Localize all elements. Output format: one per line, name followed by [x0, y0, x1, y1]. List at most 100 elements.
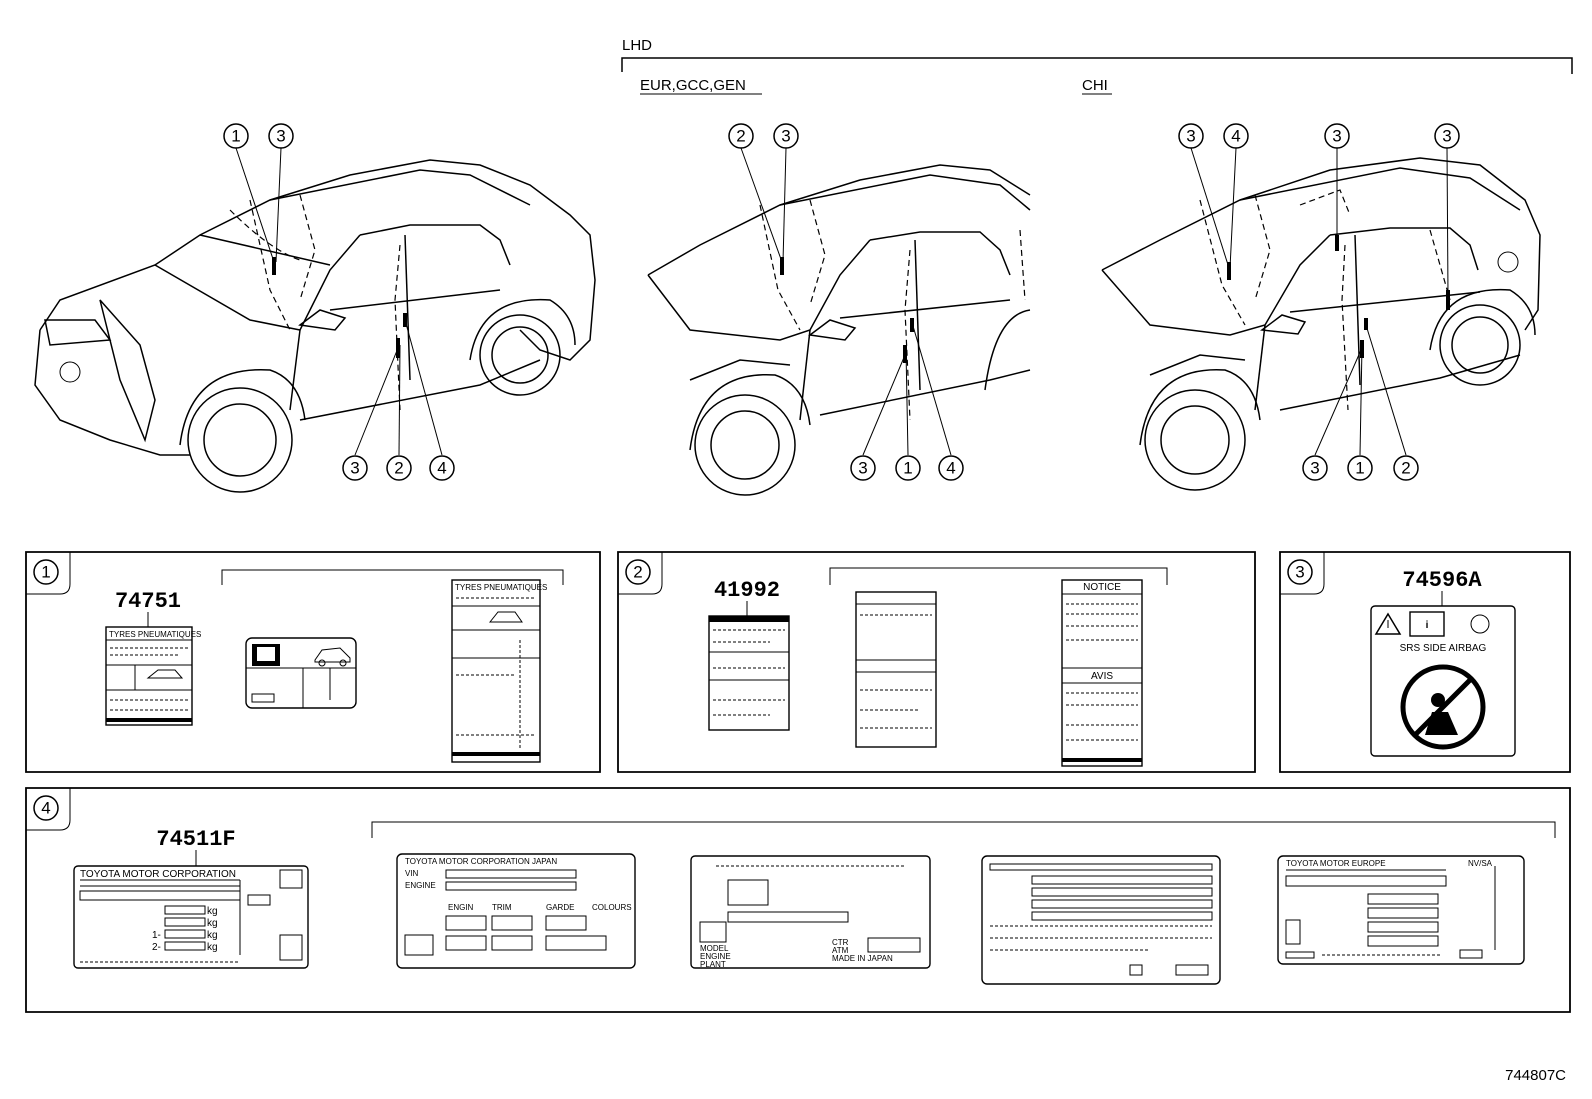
- svg-text:4: 4: [1231, 127, 1240, 146]
- svg-text:2-: 2-: [152, 942, 161, 953]
- tyre-label-c: TYRES PNEUMATIQUES: [451, 579, 547, 763]
- panel-3: 3 74596A i SRS SIDE AIRBAG: [1279, 551, 1571, 773]
- svg-text:2: 2: [394, 459, 403, 478]
- svg-text:1-: 1-: [152, 930, 161, 941]
- car-view-1: [34, 147, 596, 493]
- svg-text:COLOURS: COLOURS: [592, 903, 632, 912]
- svg-text:1: 1: [903, 459, 912, 478]
- callout-view3-3c: 3: [1434, 123, 1460, 149]
- callout-view2-1: 1: [895, 455, 921, 481]
- car-view-2: [647, 147, 1031, 496]
- manual-book-icon: [1409, 611, 1445, 637]
- callout-view1-4: 4: [429, 455, 455, 481]
- svg-text:TOYOTA MOTOR CORPORATION: TOYOTA MOTOR CORPORATION: [80, 869, 236, 880]
- svg-text:2: 2: [736, 127, 745, 146]
- svg-text:1: 1: [1355, 459, 1364, 478]
- svg-text:GARDE: GARDE: [546, 903, 574, 912]
- srs-side-airbag-text: SRS SIDE AIRBAG: [1400, 643, 1487, 654]
- callout-view3-1: 1: [1347, 455, 1373, 481]
- vin-plate-c: MODEL ENGINE PLANT CTR ATM MADE IN JAPAN: [690, 855, 931, 969]
- callout-view2-3a: 3: [773, 123, 799, 149]
- callout-view3-4: 4: [1223, 123, 1249, 149]
- svg-text:3: 3: [350, 459, 359, 478]
- car-view-3: [1101, 147, 1541, 491]
- svg-text:3: 3: [858, 459, 867, 478]
- svg-text:2: 2: [1401, 459, 1410, 478]
- srs-airbag-label: i SRS SIDE AIRBAG: [1370, 605, 1516, 757]
- notice-label-b: [855, 591, 937, 748]
- part-number-74751: 74751: [115, 589, 181, 614]
- callout-view2-2: 2: [728, 123, 754, 149]
- tyre-label-a: TYRES PNEUMATIQUES: [105, 626, 201, 726]
- svg-text:AVIS: AVIS: [1091, 671, 1113, 682]
- tyre-label-b: [245, 637, 357, 709]
- part-number-74511F: 74511F: [156, 827, 235, 852]
- svg-text:VIN: VIN: [405, 869, 419, 878]
- svg-text:3: 3: [1442, 127, 1451, 146]
- part-number-41992: 41992: [714, 578, 780, 603]
- panel-1-number: 1: [33, 559, 59, 585]
- svg-text:MADE IN JAPAN: MADE IN JAPAN: [832, 954, 893, 963]
- vin-plate-b: TOYOTA MOTOR CORPORATION JAPAN VIN ENGIN…: [396, 853, 636, 969]
- svg-text:ATM: ATM: [832, 946, 849, 955]
- panel-1-variants-bracket: [221, 569, 564, 585]
- callout-view3-3a: 3: [1178, 123, 1204, 149]
- callout-view1-3a: 3: [268, 123, 294, 149]
- region-headers: LHD EUR,GCC,GEN CHI: [621, 37, 1573, 95]
- panel-4-number: 4: [33, 795, 59, 821]
- vin-plate-e: TOYOTA MOTOR EUROPE NV/SA: [1277, 855, 1525, 965]
- callout-view2-3b: 3: [850, 455, 876, 481]
- svg-text:i: i: [1426, 620, 1429, 631]
- prohibition-icon: [1400, 664, 1486, 750]
- svg-text:TYRES PNEUMATIQUES: TYRES PNEUMATIQUES: [109, 630, 201, 639]
- svg-text:ENGINE: ENGINE: [405, 881, 436, 890]
- panel-2-number: 2: [625, 559, 651, 585]
- callout-view1-3b: 3: [342, 455, 368, 481]
- svg-text:3: 3: [276, 127, 285, 146]
- part-number-74596A: 74596A: [1402, 568, 1482, 593]
- svg-text:ENGIN: ENGIN: [448, 903, 474, 912]
- callout-view1-2: 2: [386, 455, 412, 481]
- svg-text:3: 3: [1186, 127, 1195, 146]
- panel-3-number: 3: [1287, 559, 1313, 585]
- svg-text:MODEL: MODEL: [700, 944, 729, 953]
- svg-text:3: 3: [1295, 563, 1304, 582]
- panel-4-variants-bracket: [371, 821, 1556, 838]
- notice-label-a: [708, 615, 790, 731]
- svg-text:3: 3: [1332, 127, 1341, 146]
- svg-text:TYRES PNEUMATIQUES: TYRES PNEUMATIQUES: [455, 583, 547, 592]
- svg-text:TOYOTA MOTOR EUROPE: TOYOTA MOTOR EUROPE: [1286, 859, 1386, 868]
- svg-text:4: 4: [41, 799, 50, 818]
- svg-text:CTR: CTR: [832, 938, 849, 947]
- svg-text:TOYOTA MOTOR CORPORATION JA: TOYOTA MOTOR CORPORATION JAPAN: [405, 857, 557, 866]
- svg-text:PLANT: PLANT: [700, 960, 726, 969]
- lhd-bracket: [621, 57, 1573, 74]
- panel-2: 2 41992 NOTICE: [617, 551, 1256, 773]
- svg-text:1: 1: [41, 563, 50, 582]
- vin-plate-d: [981, 855, 1221, 985]
- vin-plate-a: TOYOTA MOTOR CORPORATION kg kg 1- kg 2- …: [73, 865, 309, 969]
- lhd-label: LHD: [622, 37, 652, 54]
- svg-text:4: 4: [946, 459, 955, 478]
- panel-4: 4 74511F TOYOTA MOTOR CORPORATION kg kg …: [25, 787, 1571, 1013]
- svg-text:NOTICE: NOTICE: [1083, 582, 1121, 593]
- svg-text:3: 3: [1310, 459, 1319, 478]
- panel-2-variants-bracket: [829, 567, 1168, 585]
- svg-text:NV/SA: NV/SA: [1468, 859, 1493, 868]
- callout-view3-3b: 3: [1324, 123, 1350, 149]
- panel-1: 1 74751 TYRES PNEUMATIQUES: [25, 551, 601, 773]
- callout-view2-4: 4: [938, 455, 964, 481]
- svg-text:3: 3: [781, 127, 790, 146]
- callout-view3-3d: 3: [1302, 455, 1328, 481]
- svg-text:2: 2: [633, 563, 642, 582]
- eur-label: EUR,GCC,GEN: [640, 77, 746, 94]
- callout-view1-1: 1: [223, 123, 249, 149]
- svg-text:TRIM: TRIM: [492, 903, 512, 912]
- svg-text:4: 4: [437, 459, 446, 478]
- notice-label-c: NOTICE AVIS: [1061, 579, 1143, 767]
- svg-text:1: 1: [231, 127, 240, 146]
- warning-triangle-icon: [1374, 612, 1402, 635]
- svg-text:ENGINE: ENGINE: [700, 952, 731, 961]
- figure-code: 744807C: [1505, 1067, 1566, 1084]
